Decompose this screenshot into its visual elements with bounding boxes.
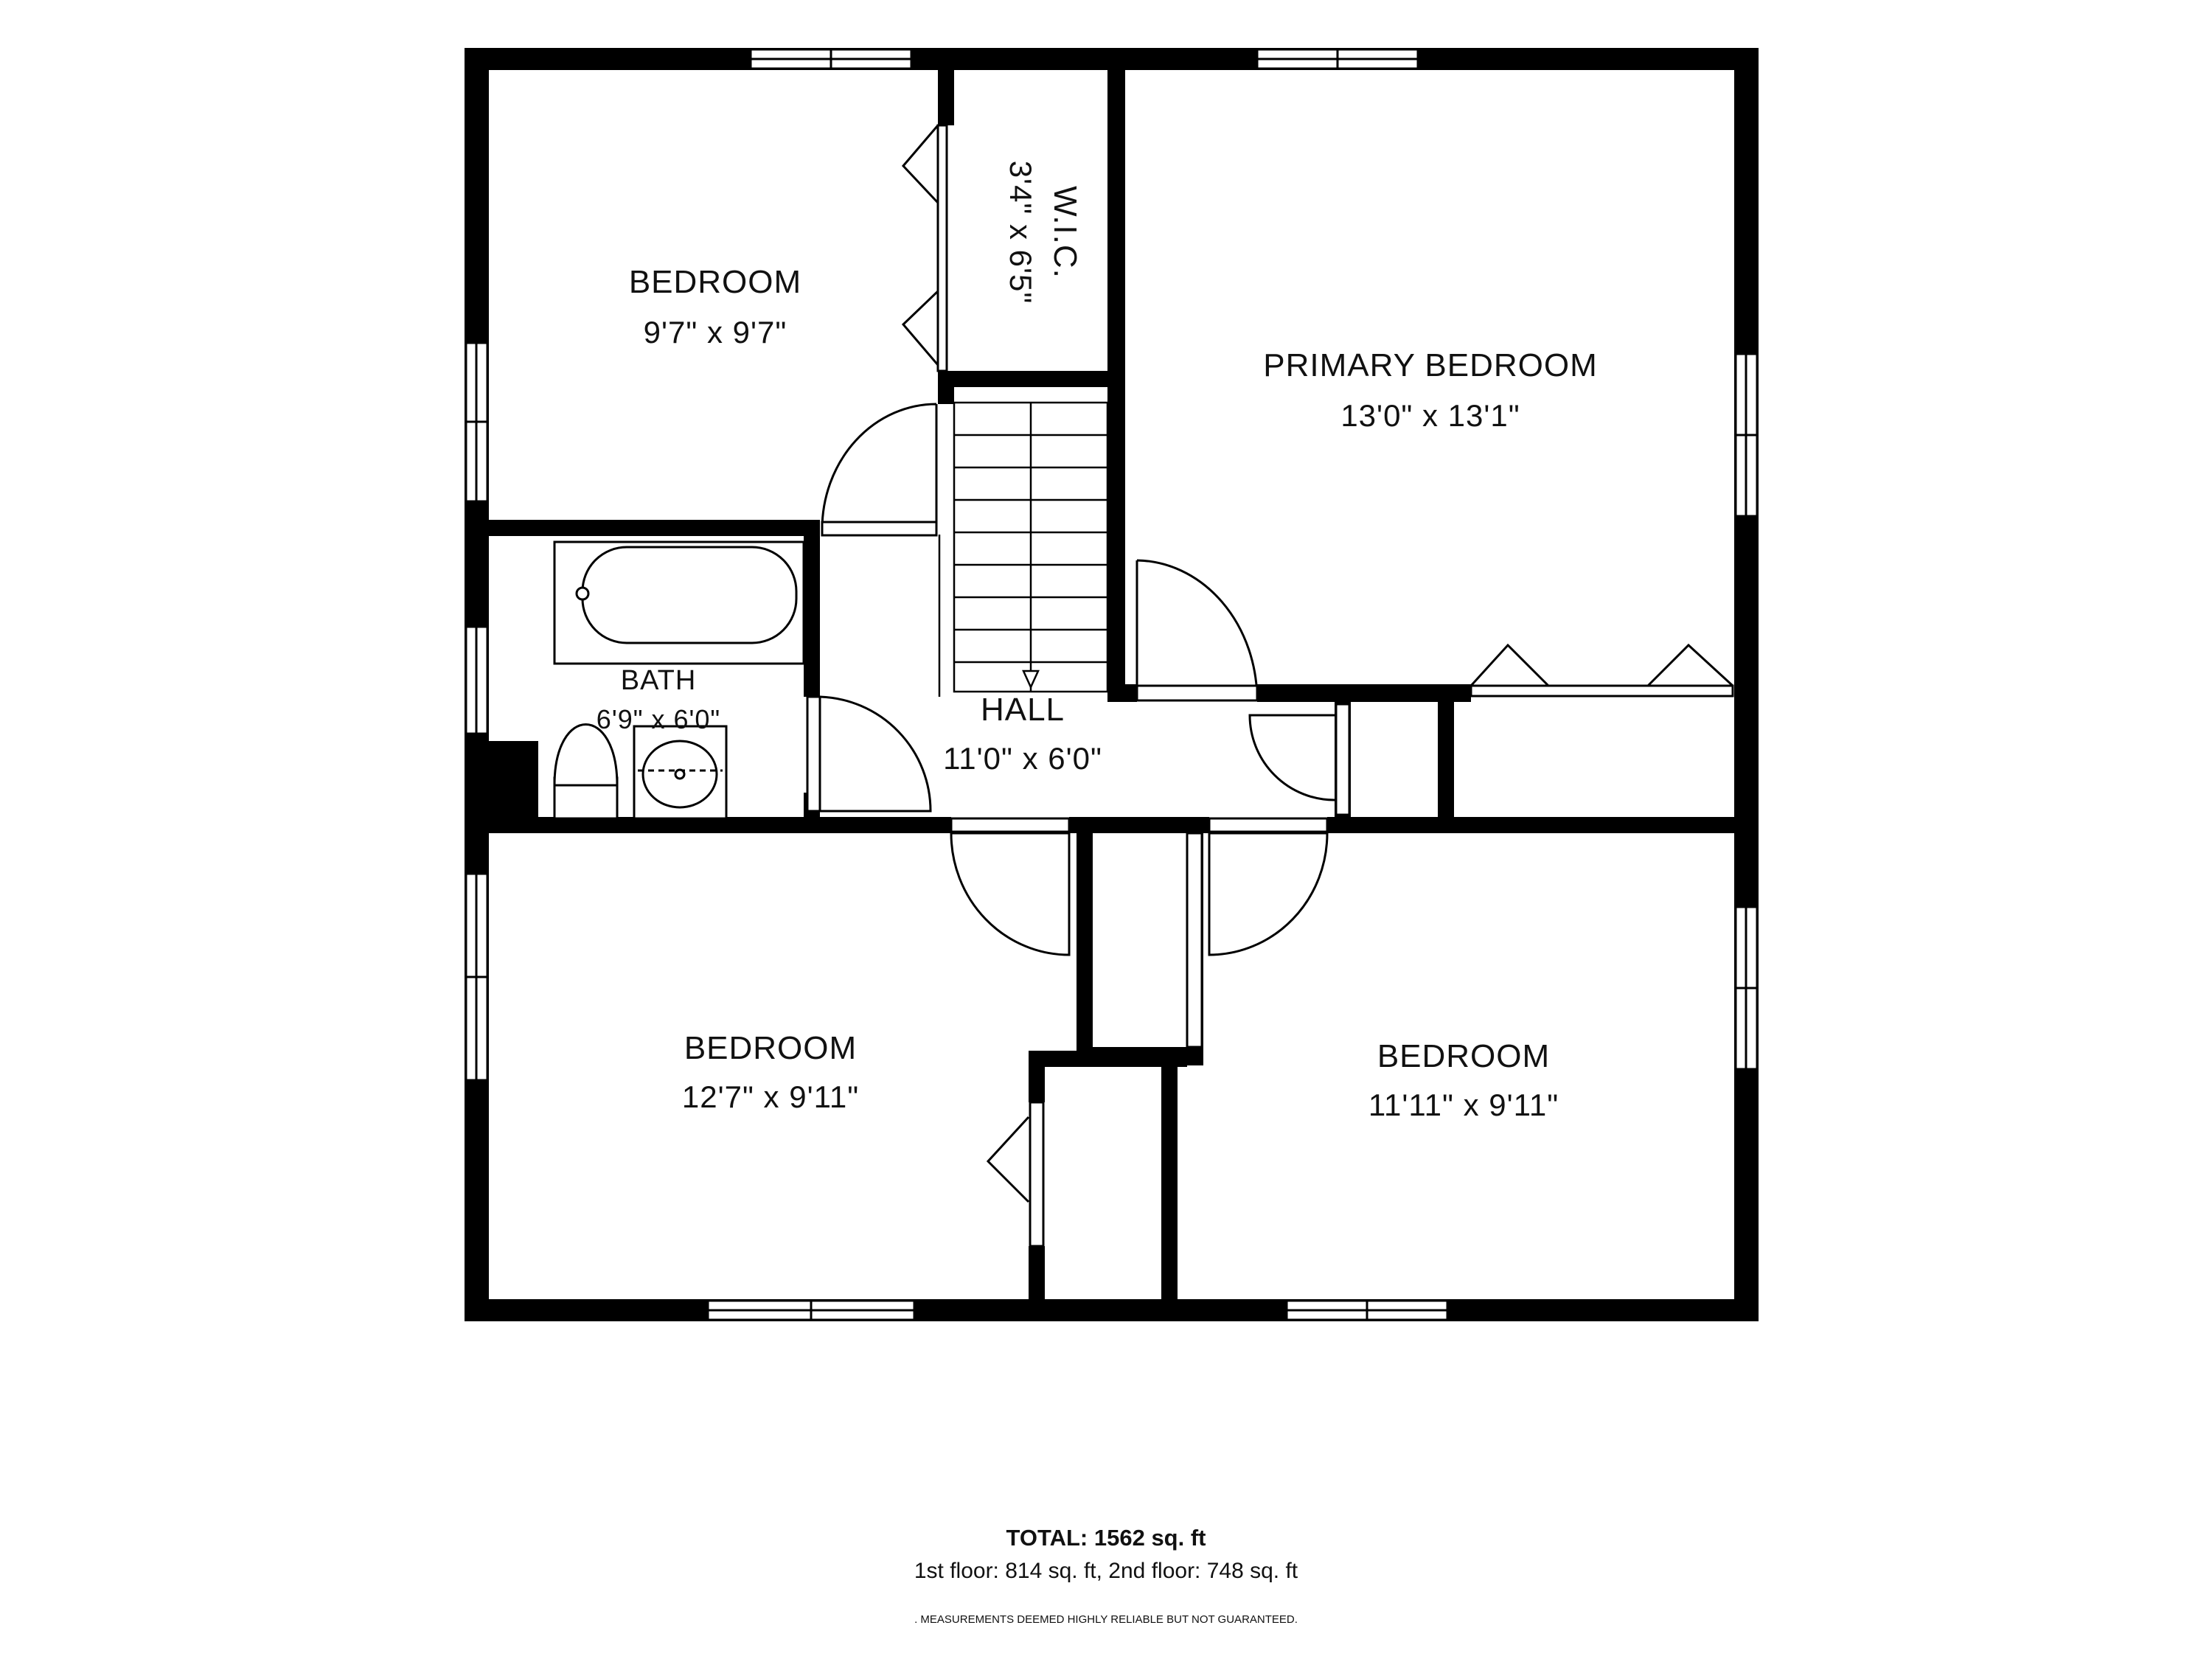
bedroom-se-dimensions: 11'11" x 9'11" <box>1368 1088 1559 1122</box>
doors <box>806 124 1734 1248</box>
primary-bedroom-dimensions: 13'0" x 13'1" <box>1340 398 1520 433</box>
wall-closet-north <box>1029 1051 1187 1067</box>
wall-primary-south-b <box>1257 684 1471 702</box>
door-bedroom-sw <box>950 832 1071 956</box>
total-area: TOTAL: 1562 sq. ft <box>1006 1525 1206 1551</box>
wall-hall-south-c <box>1327 817 1755 833</box>
door-bedroom-se <box>1208 832 1329 956</box>
bedroom-nw-dimensions: 9'7" x 9'7" <box>644 315 787 349</box>
floor-areas: 1st floor: 814 sq. ft, 2nd floor: 748 sq… <box>914 1559 1298 1583</box>
window-west-bedroom <box>465 341 489 503</box>
wic-dimensions: 3'4" x 6'5" <box>1004 161 1038 305</box>
door-wic-bifold <box>901 125 939 366</box>
window-east-bedroom-se <box>1734 905 1759 1071</box>
window-south-bedroom-sw <box>706 1299 916 1321</box>
bedroom-nw-name: BEDROOM <box>629 264 801 300</box>
disclaimer: . MEASUREMENTS DEEMED HIGHLY RELIABLE BU… <box>914 1613 1298 1626</box>
bedroom-sw-dimensions: 12'7" x 9'11" <box>682 1079 859 1114</box>
bath-name: BATH <box>621 665 697 696</box>
wall-primary-south-a <box>1107 684 1137 702</box>
bath-chase <box>487 741 538 826</box>
primary-bedroom-name: PRIMARY BEDROOM <box>1263 347 1597 383</box>
linen-door <box>1186 832 1203 1048</box>
hall-dimensions: 11'0" x 6'0" <box>943 741 1102 776</box>
wall-bath-east <box>804 520 820 697</box>
wall-wic-south <box>938 371 1122 387</box>
bath-fixtures <box>553 540 805 820</box>
wall-bedroom-wic <box>938 66 954 125</box>
door-hall-closet <box>1248 714 1335 801</box>
bath-dimensions: 6'9" x 6'0" <box>597 704 720 734</box>
wall-closet-divider <box>1438 684 1454 821</box>
wall-closet-east <box>1161 1051 1178 1305</box>
door-bedroom-nw <box>821 403 938 536</box>
window-south-bedroom-se <box>1285 1299 1449 1321</box>
wall-bedroom-bath <box>479 520 820 536</box>
wic-name: W.I.C. <box>1047 186 1083 279</box>
bedroom-se-name: BEDROOM <box>1377 1038 1550 1074</box>
exterior-wall-south <box>465 1299 1759 1321</box>
wall-hall-south-b <box>1069 817 1209 833</box>
wall-closet-west <box>1029 1051 1045 1102</box>
wall-stair-west <box>938 371 954 403</box>
stair-down-arrow <box>1022 669 1040 690</box>
window-north-primary <box>1256 48 1419 70</box>
tub-faucet <box>575 586 590 601</box>
toilet-bowl <box>553 723 619 787</box>
exterior-wall-east <box>1734 48 1759 1321</box>
door-sw-closet-bifold <box>986 1116 1030 1203</box>
wall-closet-west-lower <box>1029 1246 1045 1305</box>
wall-linen-west <box>1077 826 1093 1054</box>
door-bath <box>818 695 932 813</box>
hall-name: HALL <box>981 692 1065 728</box>
door-primary <box>1135 559 1259 702</box>
windows <box>465 48 1759 1321</box>
window-east-primary <box>1734 352 1759 518</box>
window-west-bath <box>465 625 489 735</box>
stairs <box>938 401 1109 697</box>
window-north-bedroom <box>749 48 913 70</box>
bedroom-sw-name: BEDROOM <box>684 1030 857 1066</box>
wall-hall-south-a <box>479 817 951 833</box>
door-primary-closet-bifold <box>1470 643 1734 687</box>
room-labels: BEDROOM 9'7" x 9'7" W.I.C. 3'4" x 6'5" P… <box>597 161 1597 1122</box>
window-west-bedroom-sw <box>465 872 489 1082</box>
